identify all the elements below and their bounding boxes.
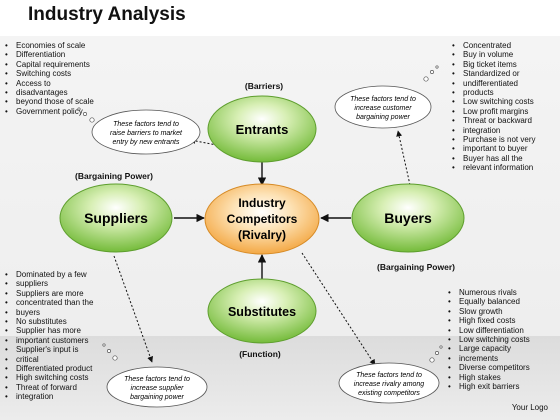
cloud-suppliers: These factors tend to increase supplier …	[102, 343, 208, 408]
cloud-buyers-line3: bargaining power	[356, 114, 410, 121]
buyers-item: relevant information	[449, 163, 559, 173]
cloud-entrants: These factors tend to raise barriers to …	[77, 107, 201, 155]
rivalry-item: Slow growth	[445, 307, 560, 317]
bargaining-power-left-label: (Bargaining Power)	[75, 171, 153, 181]
buyers-item: Low switching costs	[449, 97, 559, 107]
center-line2: Competitors	[227, 212, 298, 226]
suppliers-item: Differentiated product	[2, 364, 112, 374]
barriers-label: (Barriers)	[244, 81, 284, 91]
node-substitutes-label: Substitutes	[228, 305, 296, 319]
rivalry-item: Low differentiation	[445, 326, 560, 336]
buyers-item: Standardized or	[449, 69, 559, 79]
suppliers-item: suppliers	[2, 279, 112, 289]
cloud-buyers-line2: increase customer	[354, 105, 412, 112]
barriers-item: beyond those of scale	[2, 97, 112, 107]
suppliers-item: concentrated than the	[2, 298, 112, 308]
buyers-item: Low profit margins	[449, 107, 559, 117]
barriers-item: Economies of scale	[2, 41, 112, 51]
barriers-item: Access to	[2, 79, 112, 89]
node-industry-competitors: Industry Competitors (Rivalry)	[204, 183, 320, 255]
header-band	[0, 0, 560, 36]
dotted-arrow-barriers	[189, 138, 234, 149]
cloud-buyers-line1: These factors tend to	[350, 96, 416, 103]
rivalry-item: Equally balanced	[445, 297, 560, 307]
dotted-arrow-suppliers	[113, 255, 154, 363]
rivalry-item: High fixed costs	[445, 316, 560, 326]
cloud-rivalry: These factors tend to increase rivalry a…	[338, 345, 443, 404]
suppliers-item: Dominated by a few	[2, 270, 112, 280]
buyers-item: Buyer has all the	[449, 154, 559, 164]
center-line3: (Rivalry)	[238, 228, 286, 242]
center-line1: Industry	[238, 196, 286, 210]
buyers-list: ConcentratedBuy in volumeBig ticket item…	[449, 41, 559, 173]
rivalry-list: Numerous rivalsEqually balancedSlow grow…	[445, 288, 560, 392]
suppliers-item: Supplier's input is	[2, 345, 112, 355]
cloud-rivalry-line2: increase rivalry among	[354, 381, 425, 388]
buyers-item: Threat or backward	[449, 116, 559, 126]
rivalry-item: increments	[445, 354, 560, 364]
rivalry-item: Numerous rivals	[445, 288, 560, 298]
node-substitutes: Substitutes	[207, 278, 317, 344]
suppliers-item: Threat of forward	[2, 383, 112, 393]
buyers-item: Purchase is not very	[449, 135, 559, 145]
barriers-list: Economies of scaleDifferentiationCapital…	[2, 41, 112, 117]
buyers-item: Concentrated	[449, 41, 559, 51]
buyers-item: integration	[449, 126, 559, 136]
barriers-item: Government policy	[2, 107, 112, 117]
rivalry-item: High exit barriers	[445, 382, 560, 392]
function-label: (Function)	[239, 349, 281, 359]
rivalry-item: Large capacity	[445, 344, 560, 354]
cloud-entrants-line1: These factors tend to	[113, 121, 179, 128]
bargaining-power-right-label: (Bargaining Power)	[377, 262, 455, 272]
node-entrants: Entrants	[207, 95, 317, 163]
node-entrants-label: Entrants	[236, 122, 289, 137]
barriers-item: disadvantages	[2, 88, 112, 98]
page-title: Industry Analysis	[28, 4, 186, 25]
node-suppliers-label: Suppliers	[84, 210, 148, 226]
suppliers-item: Supplier has more	[2, 326, 112, 336]
cloud-rivalry-line3: existing competitors	[358, 390, 420, 397]
cloud-suppliers-line1: These factors tend to	[124, 376, 190, 383]
barriers-item: Capital requirements	[2, 60, 112, 70]
buyers-item: important to buyer	[449, 144, 559, 154]
footer-logo-text: Your Logo	[511, 403, 548, 412]
node-buyers: Buyers	[351, 183, 465, 253]
cloud-suppliers-line3: bargaining power	[130, 394, 184, 401]
buyers-item: undifferentiated	[449, 79, 559, 89]
suppliers-item: High switching costs	[2, 373, 112, 383]
suppliers-item: No substitutes	[2, 317, 112, 327]
node-buyers-label: Buyers	[384, 210, 432, 226]
buyers-item: products	[449, 88, 559, 98]
cloud-buyers: These factors tend to increase customer …	[334, 65, 439, 129]
rivalry-item: Low switching costs	[445, 335, 560, 345]
cloud-entrants-line3: entry by new entrants	[113, 139, 180, 146]
cloud-rivalry-line1: These factors tend to	[356, 372, 422, 379]
dotted-arrow-buyers	[396, 130, 411, 186]
cloud-entrants-line2: raise barriers to market	[110, 130, 183, 137]
buyers-item: Buy in volume	[449, 50, 559, 60]
suppliers-item: critical	[2, 355, 112, 365]
cloud-suppliers-line2: increase supplier	[131, 385, 185, 392]
suppliers-item: Suppliers are more	[2, 289, 112, 299]
suppliers-list: Dominated by a fewsuppliersSuppliers are…	[2, 270, 112, 402]
suppliers-item: integration	[2, 392, 112, 402]
suppliers-item: buyers	[2, 308, 112, 318]
barriers-item: Switching costs	[2, 69, 112, 79]
node-suppliers: Suppliers	[59, 183, 173, 253]
barriers-item: Differentiation	[2, 50, 112, 60]
rivalry-item: Diverse competitors	[445, 363, 560, 373]
rivalry-item: High stakes	[445, 373, 560, 383]
buyers-item: Big ticket items	[449, 60, 559, 70]
suppliers-item: important customers	[2, 336, 112, 346]
